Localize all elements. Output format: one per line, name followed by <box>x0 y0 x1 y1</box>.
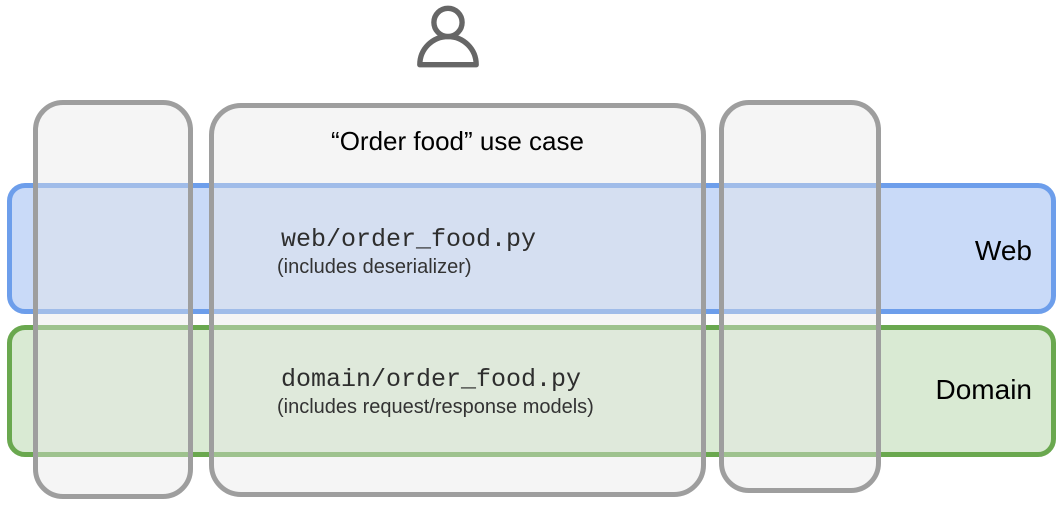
domain-layer-label: Domain <box>935 374 1032 405</box>
use-case-title: “Order food” use case <box>331 126 584 156</box>
use-case-box-left <box>33 100 193 499</box>
domain-layer-band <box>7 325 1056 457</box>
web-file-note: (includes deserializer) <box>277 256 472 278</box>
use-case-box-order-food <box>209 103 706 497</box>
domain-file-note: (includes request/response models) <box>277 396 594 418</box>
use-case-box-right <box>719 100 881 493</box>
web-layer-label: Web <box>974 235 1032 266</box>
domain-file-label: domain/order_food.py <box>281 365 582 394</box>
person-icon <box>417 5 479 68</box>
web-file-label: web/order_food.py <box>281 225 537 254</box>
web-layer-band <box>7 183 1056 314</box>
